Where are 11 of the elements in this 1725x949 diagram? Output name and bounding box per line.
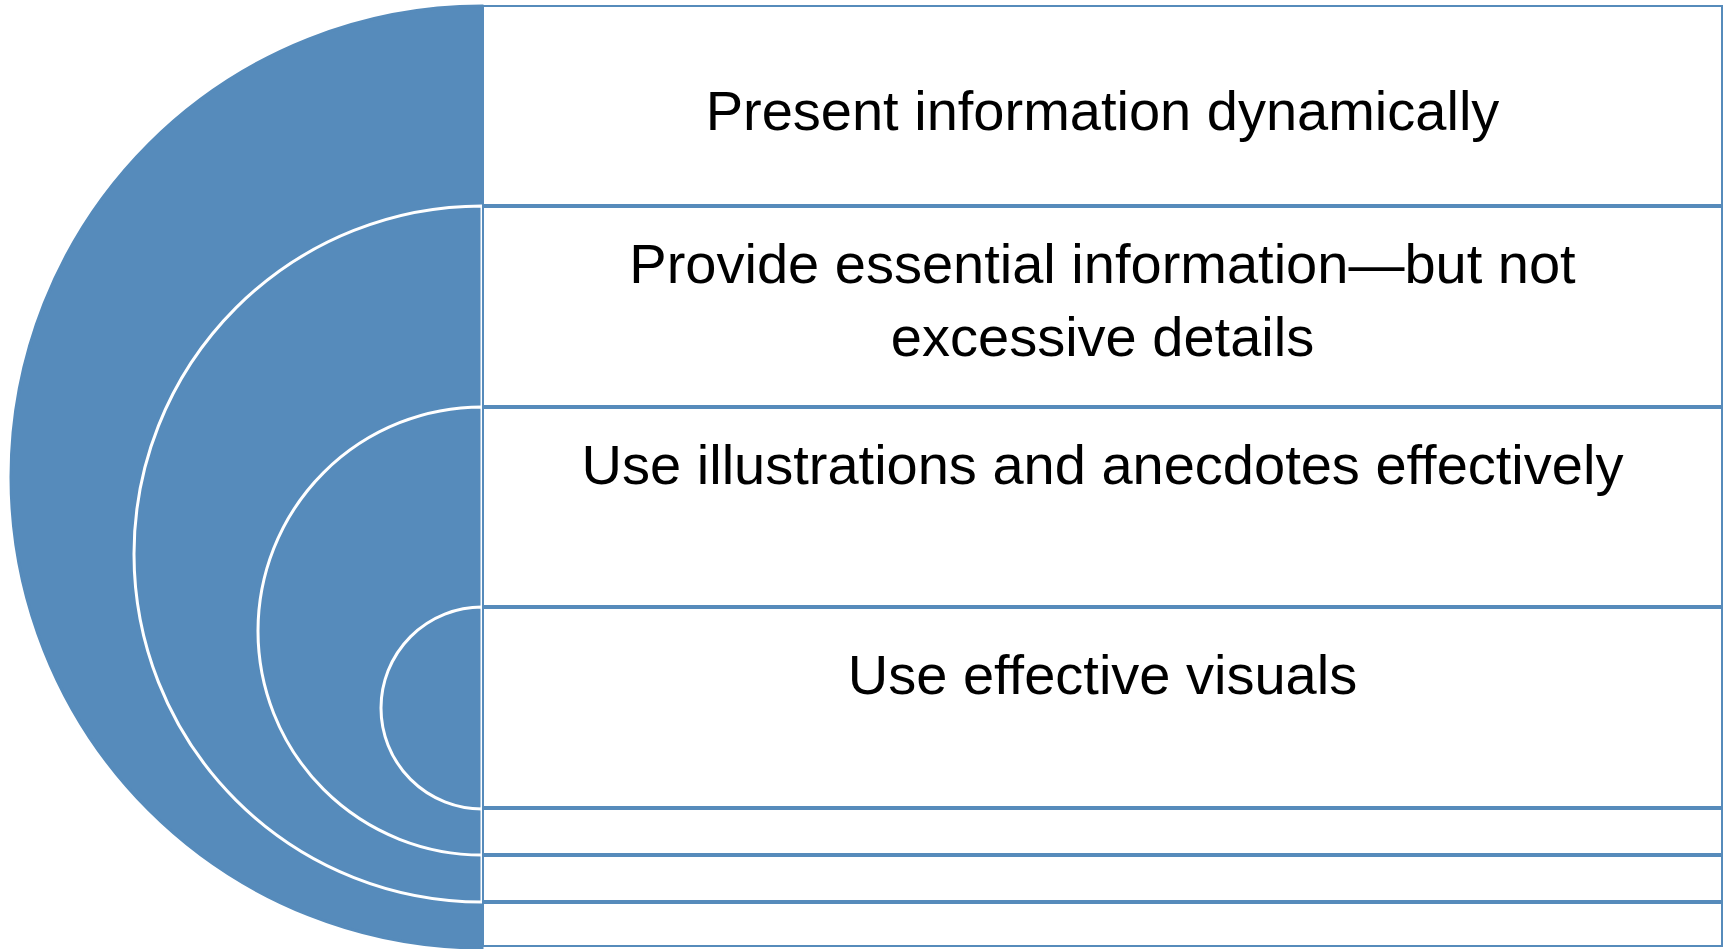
list-row-box xyxy=(482,607,1723,808)
row-text: Use effective visuals xyxy=(846,642,1359,708)
row-text: Use illustrations and anecdotes effectively xyxy=(580,432,1625,498)
empty-row-box xyxy=(482,808,1723,855)
row-text: Present information dynamically xyxy=(704,78,1501,144)
row-text: Provide essential information—but not excessive details xyxy=(628,231,1577,370)
empty-row-box xyxy=(482,902,1723,947)
list-row-box xyxy=(482,206,1723,407)
list-row-box xyxy=(482,407,1723,607)
list-row-box xyxy=(482,5,1723,206)
empty-row-box xyxy=(482,855,1723,902)
